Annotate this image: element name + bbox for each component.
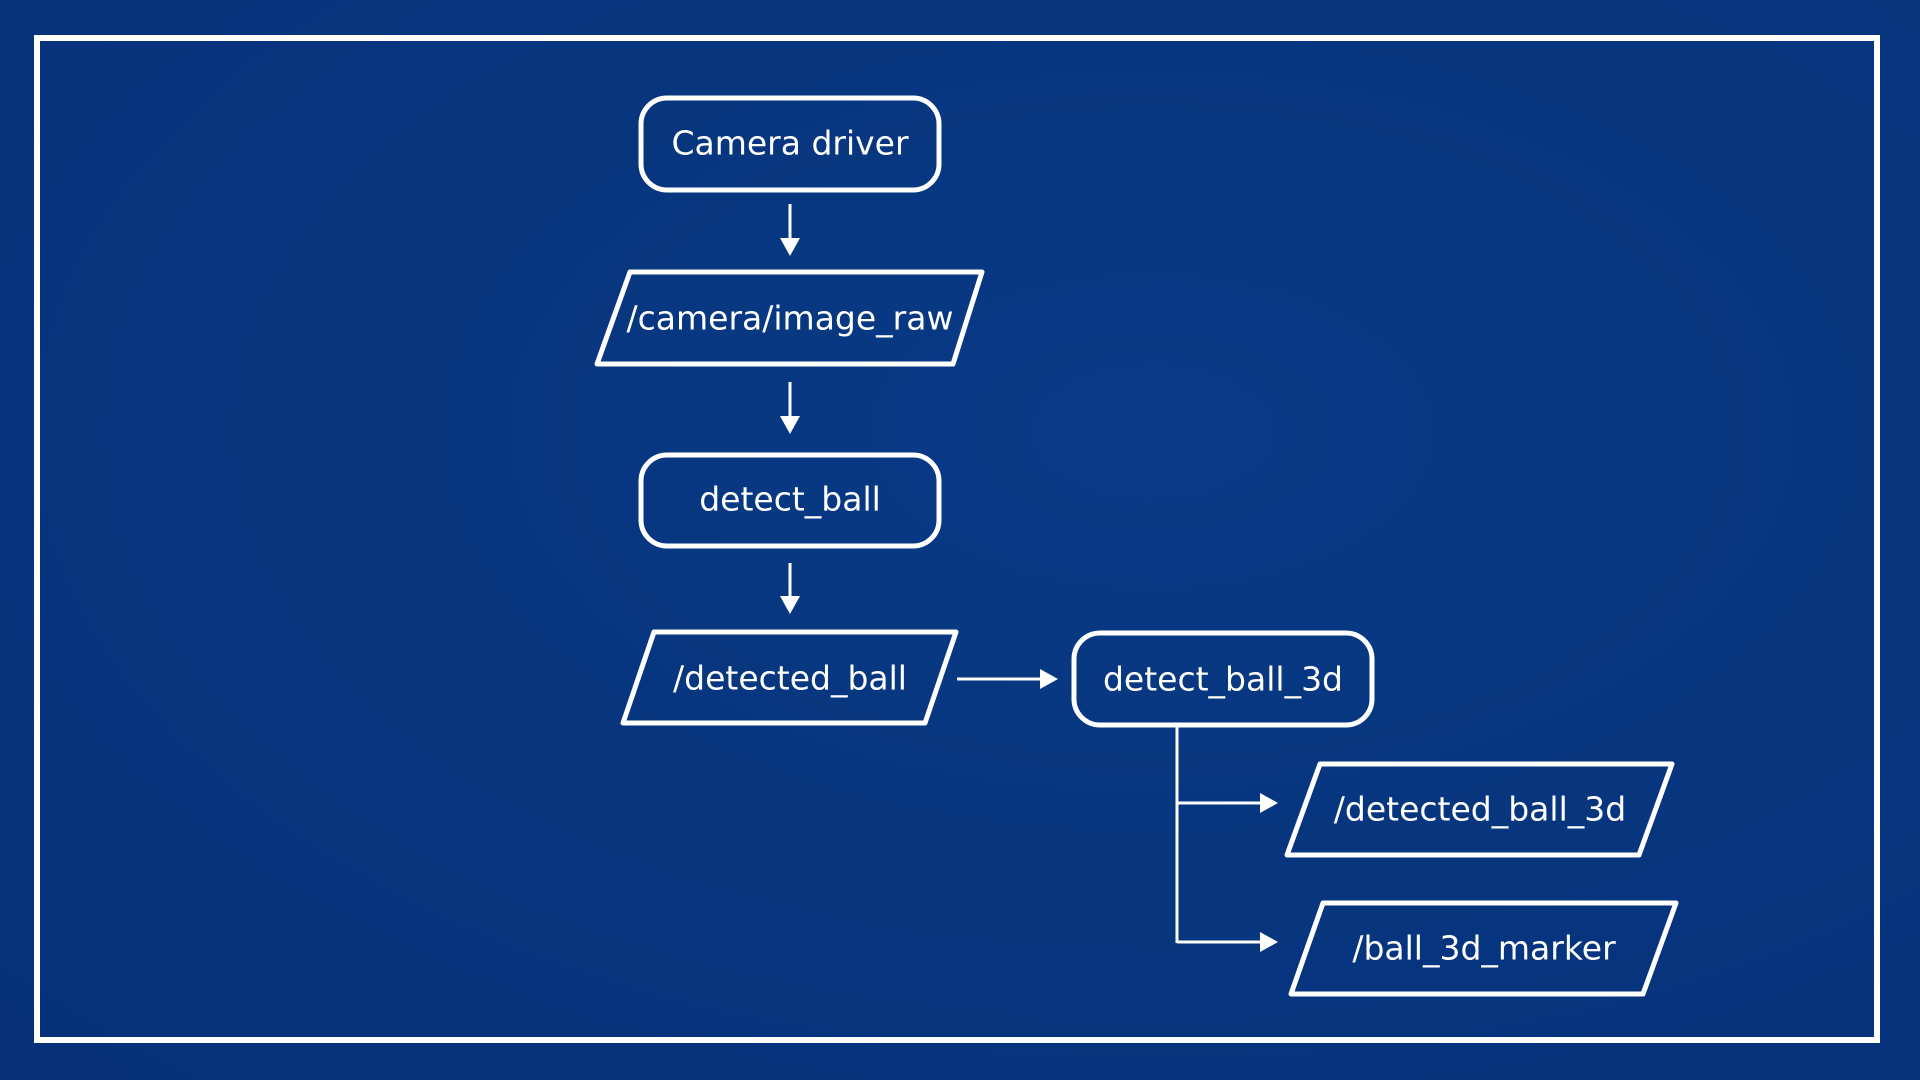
node-camera-driver: Camera driver: [638, 95, 942, 193]
edge-camera-driver-to-camera-image-raw: [780, 204, 800, 256]
node-label: /camera/image_raw: [627, 299, 954, 338]
node-detect-ball: detect_ball: [638, 452, 942, 549]
topic-parallelogram: [1288, 900, 1679, 997]
edges-layer: [780, 204, 1278, 952]
node-detected-ball-3d: /detected_ball_3d: [1284, 761, 1675, 858]
node-detected-ball: /detected_ball: [620, 629, 959, 726]
process-box: [638, 452, 942, 549]
edge-detect-ball-3d-to-ball-3d-marker: [1177, 932, 1278, 952]
topic-parallelogram: [620, 629, 959, 726]
topic-parallelogram: [594, 269, 985, 367]
node-label: detect_ball_3d: [1103, 660, 1343, 699]
process-box: [1071, 630, 1375, 728]
node-camera-image-raw: /camera/image_raw: [594, 269, 985, 367]
node-label: /ball_3d_marker: [1352, 929, 1616, 968]
node-label: /detected_ball: [673, 659, 907, 698]
process-box: [638, 95, 942, 193]
node-label: detect_ball: [699, 480, 881, 519]
node-detect-ball-3d: detect_ball_3d: [1071, 630, 1375, 728]
node-label: Camera driver: [671, 124, 909, 163]
edge-detect-ball-to-detected-ball: [780, 563, 800, 614]
edge-detect-ball-3d-to-detected-ball-3d: [1177, 793, 1278, 813]
border-frame: [34, 35, 1880, 1043]
nodes-layer: Camera driver /camera/image_raw detect_b…: [594, 95, 1679, 997]
topic-parallelogram: [1284, 761, 1675, 858]
node-label: /detected_ball_3d: [1334, 790, 1626, 829]
edge-camera-image-raw-to-detect-ball: [780, 382, 800, 434]
edge-detected-ball-to-detect-ball-3d: [957, 669, 1058, 689]
node-ball-3d-marker: /ball_3d_marker: [1288, 900, 1679, 997]
